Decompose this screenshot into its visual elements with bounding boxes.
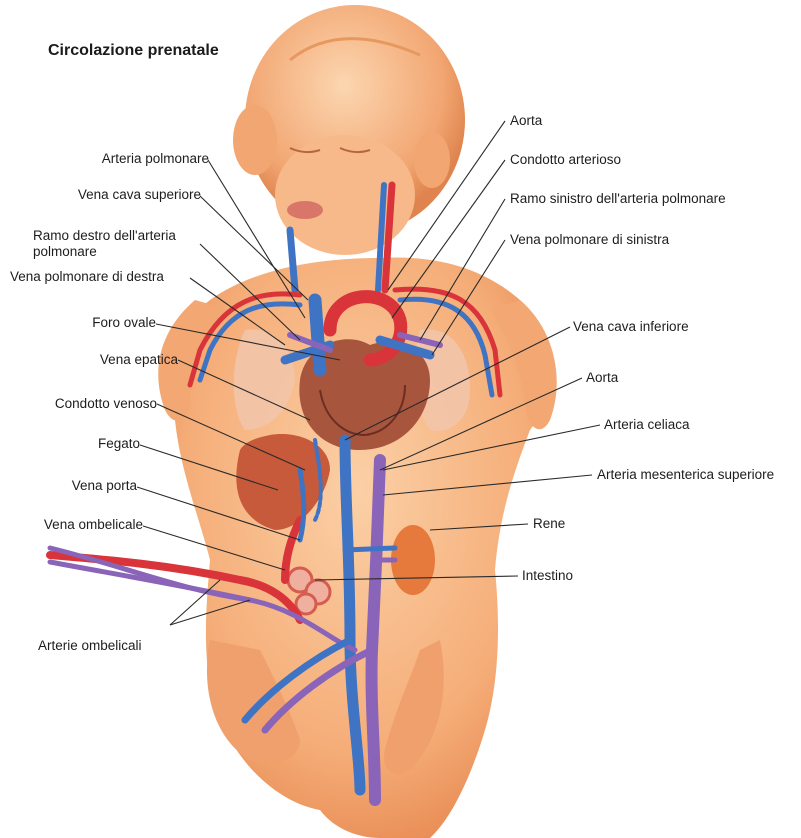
label-vena-cava-superiore: Vena cava superiore: [78, 187, 201, 203]
label-vena-cava-inferiore: Vena cava inferiore: [573, 319, 689, 335]
label-arteria-mesenterica: Arteria mesenterica superiore: [597, 467, 774, 483]
label-arteria-celiaca: Arteria celiaca: [604, 417, 690, 433]
label-ramo-destro-line1: Ramo destro dell'arteria: [33, 228, 176, 244]
label-vena-porta: Vena porta: [72, 478, 137, 494]
label-ramo-sinistro: Ramo sinistro dell'arteria polmonare: [510, 191, 726, 207]
label-vena-ombelicale: Vena ombelicale: [44, 517, 143, 533]
label-vena-polmonare-destra: Vena polmonare di destra: [10, 269, 164, 285]
label-fegato: Fegato: [98, 436, 140, 452]
label-intestino: Intestino: [522, 568, 573, 584]
diagram-title: Circolazione prenatale: [48, 42, 219, 60]
label-condotto-arterioso: Condotto arterioso: [510, 152, 621, 168]
head: [233, 5, 465, 255]
kidney: [391, 525, 435, 595]
label-rene: Rene: [533, 516, 565, 532]
label-ramo-destro-line2: polmonare: [33, 244, 97, 260]
label-aorta-top: Aorta: [510, 113, 542, 129]
label-arterie-ombelicali: Arterie ombelicali: [38, 638, 142, 654]
label-foro-ovale: Foro ovale: [92, 315, 156, 331]
label-vena-polmonare-sinistra: Vena polmonare di sinistra: [510, 232, 669, 248]
label-aorta-mid: Aorta: [586, 370, 618, 386]
label-arteria-polmonare: Arteria polmonare: [102, 151, 209, 167]
label-vena-epatica: Vena epatica: [100, 352, 178, 368]
label-condotto-venoso: Condotto venoso: [55, 396, 157, 412]
